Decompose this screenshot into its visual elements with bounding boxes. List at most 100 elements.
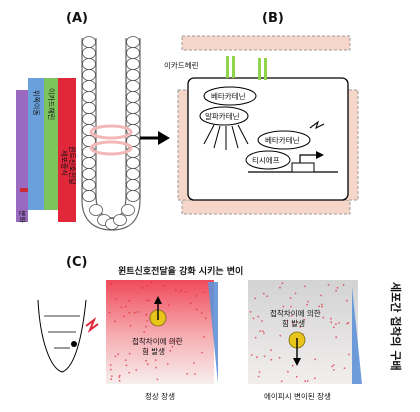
speckle — [306, 303, 308, 306]
cell-normal — [149, 296, 167, 327]
speckle — [287, 370, 289, 373]
speckle — [303, 318, 306, 321]
gradient-red — [58, 78, 76, 222]
speckle — [304, 380, 307, 383]
speckle — [348, 353, 350, 356]
speckle — [342, 284, 345, 286]
box-apc-mutant — [248, 280, 362, 384]
speckle — [204, 317, 207, 320]
speckle — [163, 284, 166, 287]
speckle — [266, 295, 269, 298]
crypt-cell — [126, 102, 140, 114]
speckle — [118, 379, 121, 382]
speckle — [279, 286, 281, 289]
crypt-cell — [82, 179, 96, 191]
speckle — [327, 284, 330, 286]
panel-b-cell — [177, 35, 359, 215]
speckle — [128, 352, 131, 355]
speckle — [296, 321, 299, 324]
speckle — [332, 369, 335, 371]
speckle — [278, 356, 281, 359]
speckle — [329, 317, 332, 320]
crypt-cell — [82, 47, 96, 59]
label-beta-catenin-nuclear: 베타카테닌 — [265, 136, 300, 145]
crypt-cell — [82, 58, 96, 70]
speckle — [263, 355, 266, 358]
speckle — [200, 312, 203, 314]
speckle — [184, 290, 187, 293]
speckle — [128, 312, 131, 314]
speckle — [335, 289, 337, 292]
speckle — [321, 305, 323, 308]
speckle — [154, 359, 157, 361]
speckle — [115, 298, 118, 301]
speckle — [250, 354, 253, 356]
crypt-cell — [82, 190, 96, 202]
speckle — [347, 321, 350, 324]
speckle — [332, 326, 335, 329]
speckle — [110, 282, 113, 285]
crypt-cell — [82, 102, 96, 114]
speckle — [176, 341, 179, 344]
panel-a-gradients — [16, 78, 76, 222]
speckle — [111, 375, 113, 377]
speckle — [166, 363, 169, 365]
crypt-cell — [82, 113, 96, 125]
speckle — [270, 358, 273, 361]
speckle — [156, 378, 159, 381]
panel-label-c: (C) — [66, 255, 87, 270]
speckle — [190, 302, 192, 305]
crypt-cell — [126, 168, 140, 180]
speckle — [314, 358, 317, 361]
membrane-bottom — [181, 199, 351, 215]
panel-label-b: (B) — [262, 11, 284, 26]
speckle — [145, 325, 147, 328]
speckle — [346, 322, 348, 325]
crypt-cell — [113, 214, 127, 226]
speckle — [262, 292, 265, 295]
normal-force-text-1: 접착차이에 의한 — [132, 336, 183, 346]
apc-force-text-1: 접착차이에 의한 — [270, 308, 321, 318]
gradient-label-wnt: 윈트신호전달 — [68, 146, 77, 185]
speckle — [193, 362, 195, 364]
speckle — [125, 364, 128, 367]
speckle — [175, 340, 178, 342]
speckle — [145, 299, 148, 302]
speckle — [318, 305, 321, 308]
normal-force-text-2: 힘 발생 — [142, 346, 165, 356]
speckle — [280, 380, 283, 383]
crypt-cell — [126, 190, 140, 202]
apc-caption: 에이피시 변이된 장생 — [264, 391, 331, 401]
speckle — [114, 320, 116, 323]
speckle — [109, 364, 112, 366]
crypt-cell — [126, 58, 140, 70]
crypt-cell — [121, 204, 135, 216]
speckle — [313, 377, 316, 380]
speckle — [145, 313, 148, 316]
crypt-cell — [126, 91, 140, 103]
crypt-cell — [82, 36, 96, 48]
speckle — [257, 315, 260, 318]
speckle — [290, 314, 293, 317]
speckle — [336, 286, 339, 289]
speckle — [279, 334, 282, 337]
speckle — [169, 349, 172, 352]
gradient-label-proliferation: 세포증식 — [60, 150, 69, 176]
label-alpha-catenin: 알파카테닌 — [205, 112, 240, 121]
speckle — [320, 294, 322, 297]
speckle — [286, 319, 289, 322]
speckle — [299, 326, 302, 328]
speckle — [332, 364, 335, 366]
speckle — [128, 371, 131, 374]
crypt-highlight-upper — [89, 124, 133, 140]
speckle — [146, 320, 149, 322]
gradient-label-differentiation: 분화 — [18, 210, 26, 223]
crypt-cell — [82, 80, 96, 92]
speckle — [128, 299, 130, 302]
speckle — [133, 311, 136, 314]
speckle — [262, 330, 264, 332]
speckle — [261, 320, 263, 322]
label-beta-catenin-membrane: 베타카테닌 — [211, 92, 246, 101]
speckle — [120, 306, 123, 309]
